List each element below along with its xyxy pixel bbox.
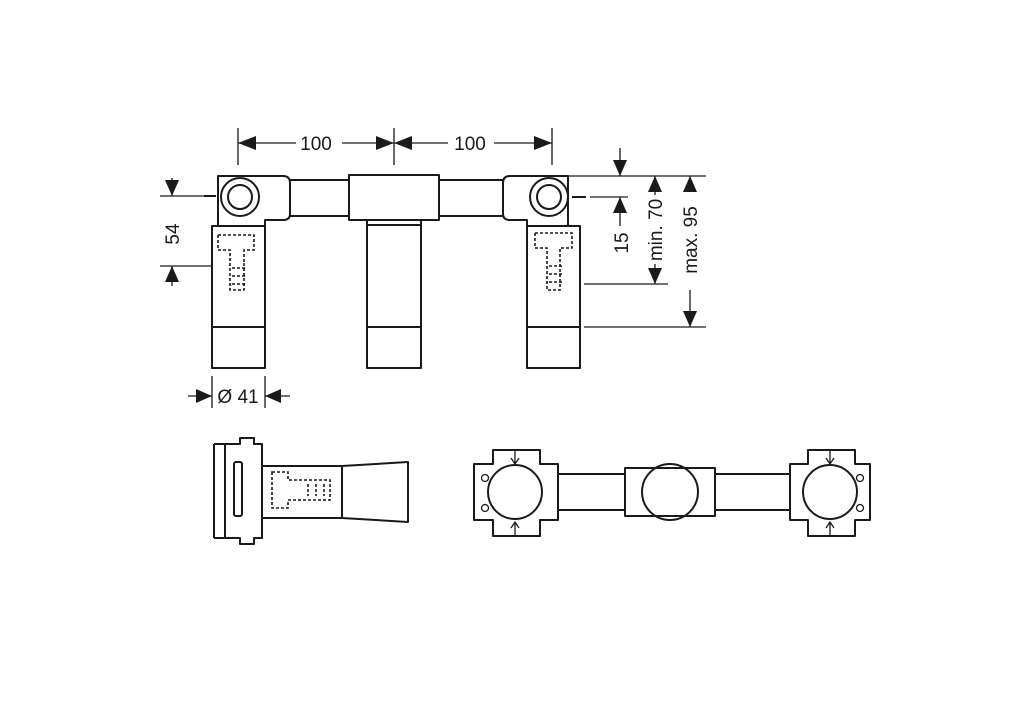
dimension-100-left: 100	[237, 128, 395, 165]
dimension-min-70: min. 70	[584, 175, 668, 285]
dimension-label-spacing-right: 100	[454, 134, 486, 155]
dimension-max-95: max. 95	[584, 175, 706, 328]
dimension-label-min-depth: min. 70	[646, 199, 667, 261]
top-view	[473, 449, 871, 537]
top-view-right-mount	[789, 449, 871, 537]
front-elevation	[204, 174, 586, 369]
dimension-diameter-41: Ø 41	[188, 376, 290, 408]
side-view-cartridge-hidden	[271, 471, 331, 509]
dimension-15: 15	[568, 148, 633, 254]
right-valve-body	[526, 225, 581, 369]
top-view-center-junction	[624, 467, 716, 517]
center-tee	[348, 174, 440, 221]
left-valve-body	[211, 225, 266, 369]
dimension-label-diameter: Ø 41	[217, 387, 258, 408]
dimension-100-right: 100	[394, 128, 553, 165]
top-view-left-mount	[473, 449, 559, 537]
side-view-spout	[341, 461, 409, 523]
dimension-label-offset: 15	[612, 232, 633, 253]
left-cartridge-hidden	[217, 234, 255, 291]
dimension-label-spacing-left: 100	[300, 134, 332, 155]
top-view-center-outlet	[641, 463, 699, 521]
dimension-label-height: 54	[163, 223, 184, 245]
side-view	[213, 437, 409, 545]
side-view-slot	[233, 461, 243, 517]
center-spout-body	[366, 224, 422, 369]
dimension-label-max-depth: max. 95	[681, 206, 702, 274]
dimension-54: 54	[160, 178, 212, 286]
right-cartridge-hidden	[534, 232, 573, 291]
side-view-mounting-frame	[214, 437, 263, 545]
left-valve	[204, 175, 291, 369]
right-valve	[502, 175, 586, 369]
